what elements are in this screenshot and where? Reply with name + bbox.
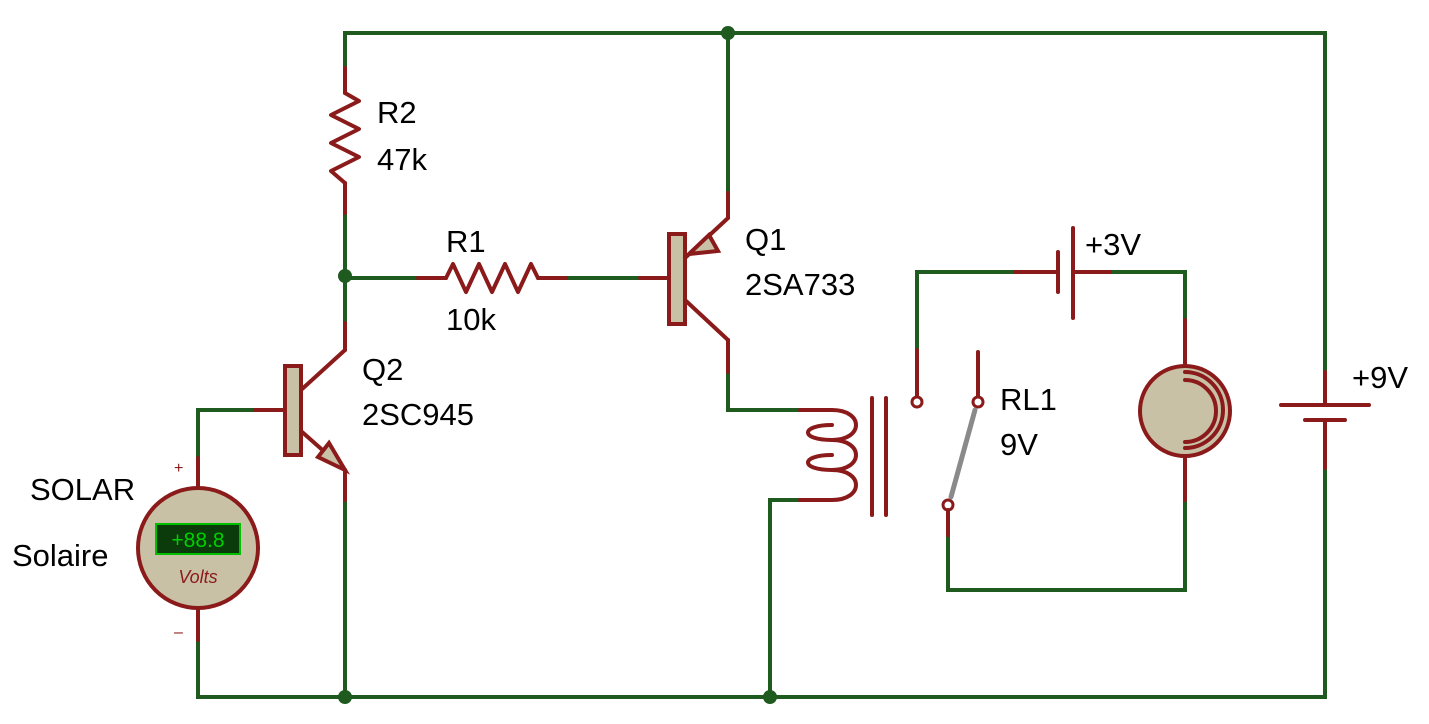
junction-nodes xyxy=(338,26,777,704)
r2-ref-label: R2 xyxy=(377,95,417,130)
r1-ref-label: R1 xyxy=(446,224,486,259)
battery-3v-label: +3V xyxy=(1085,227,1141,262)
transistor-q2[interactable] xyxy=(253,321,351,502)
wire-coil-to-ground xyxy=(768,498,802,699)
rl1-ref-label: RL1 xyxy=(1000,382,1057,417)
wire-q1-to-coil xyxy=(726,370,802,412)
resistor-r2[interactable] xyxy=(329,66,361,215)
r1-value-label: 10k xyxy=(446,302,496,337)
node-ground-right xyxy=(763,690,777,704)
battery-9v[interactable] xyxy=(1279,370,1371,470)
rl1-value-label: 9V xyxy=(1000,427,1038,462)
q1-value-label: 2SA733 xyxy=(745,267,855,302)
node-top xyxy=(721,26,735,40)
q2-ref-label: Q2 xyxy=(362,352,403,387)
meter-lcd xyxy=(155,523,241,555)
q1-ref-label: Q1 xyxy=(745,222,786,257)
r2-value-label: 47k xyxy=(377,142,427,177)
node-ground-left xyxy=(338,690,352,704)
solar-label-fr: Solaire xyxy=(12,538,109,573)
q2-value-label: 2SC945 xyxy=(362,397,474,432)
battery-9v-label: +9V xyxy=(1352,360,1408,395)
transistor-q1[interactable] xyxy=(638,191,730,374)
resistor-r1[interactable] xyxy=(416,262,568,294)
wire-q2-base-to-meter xyxy=(196,408,257,460)
wire-relay-to-3v xyxy=(915,270,1017,352)
relay-switch-arm xyxy=(948,407,978,500)
wire-switch-to-lamp xyxy=(946,498,1187,592)
relay-rl1[interactable] xyxy=(798,348,985,537)
wire-ground-rail xyxy=(196,466,1327,699)
solar-voltmeter[interactable]: +88.8 Volts xyxy=(136,456,260,642)
wire-3v-to-lamp xyxy=(1108,270,1187,322)
meter-unit: Volts xyxy=(178,567,217,587)
meter-reading: +88.8 xyxy=(171,529,224,552)
wire-top-rail xyxy=(343,31,1327,374)
battery-3v[interactable] xyxy=(1013,226,1112,320)
solar-label-en: SOLAR xyxy=(30,472,135,507)
meter-minus-sign: – xyxy=(174,624,183,641)
meter-plus-sign: + xyxy=(174,460,183,477)
wires xyxy=(196,31,1327,699)
lamp[interactable] xyxy=(1138,318,1232,502)
node-base-junction xyxy=(338,269,352,283)
